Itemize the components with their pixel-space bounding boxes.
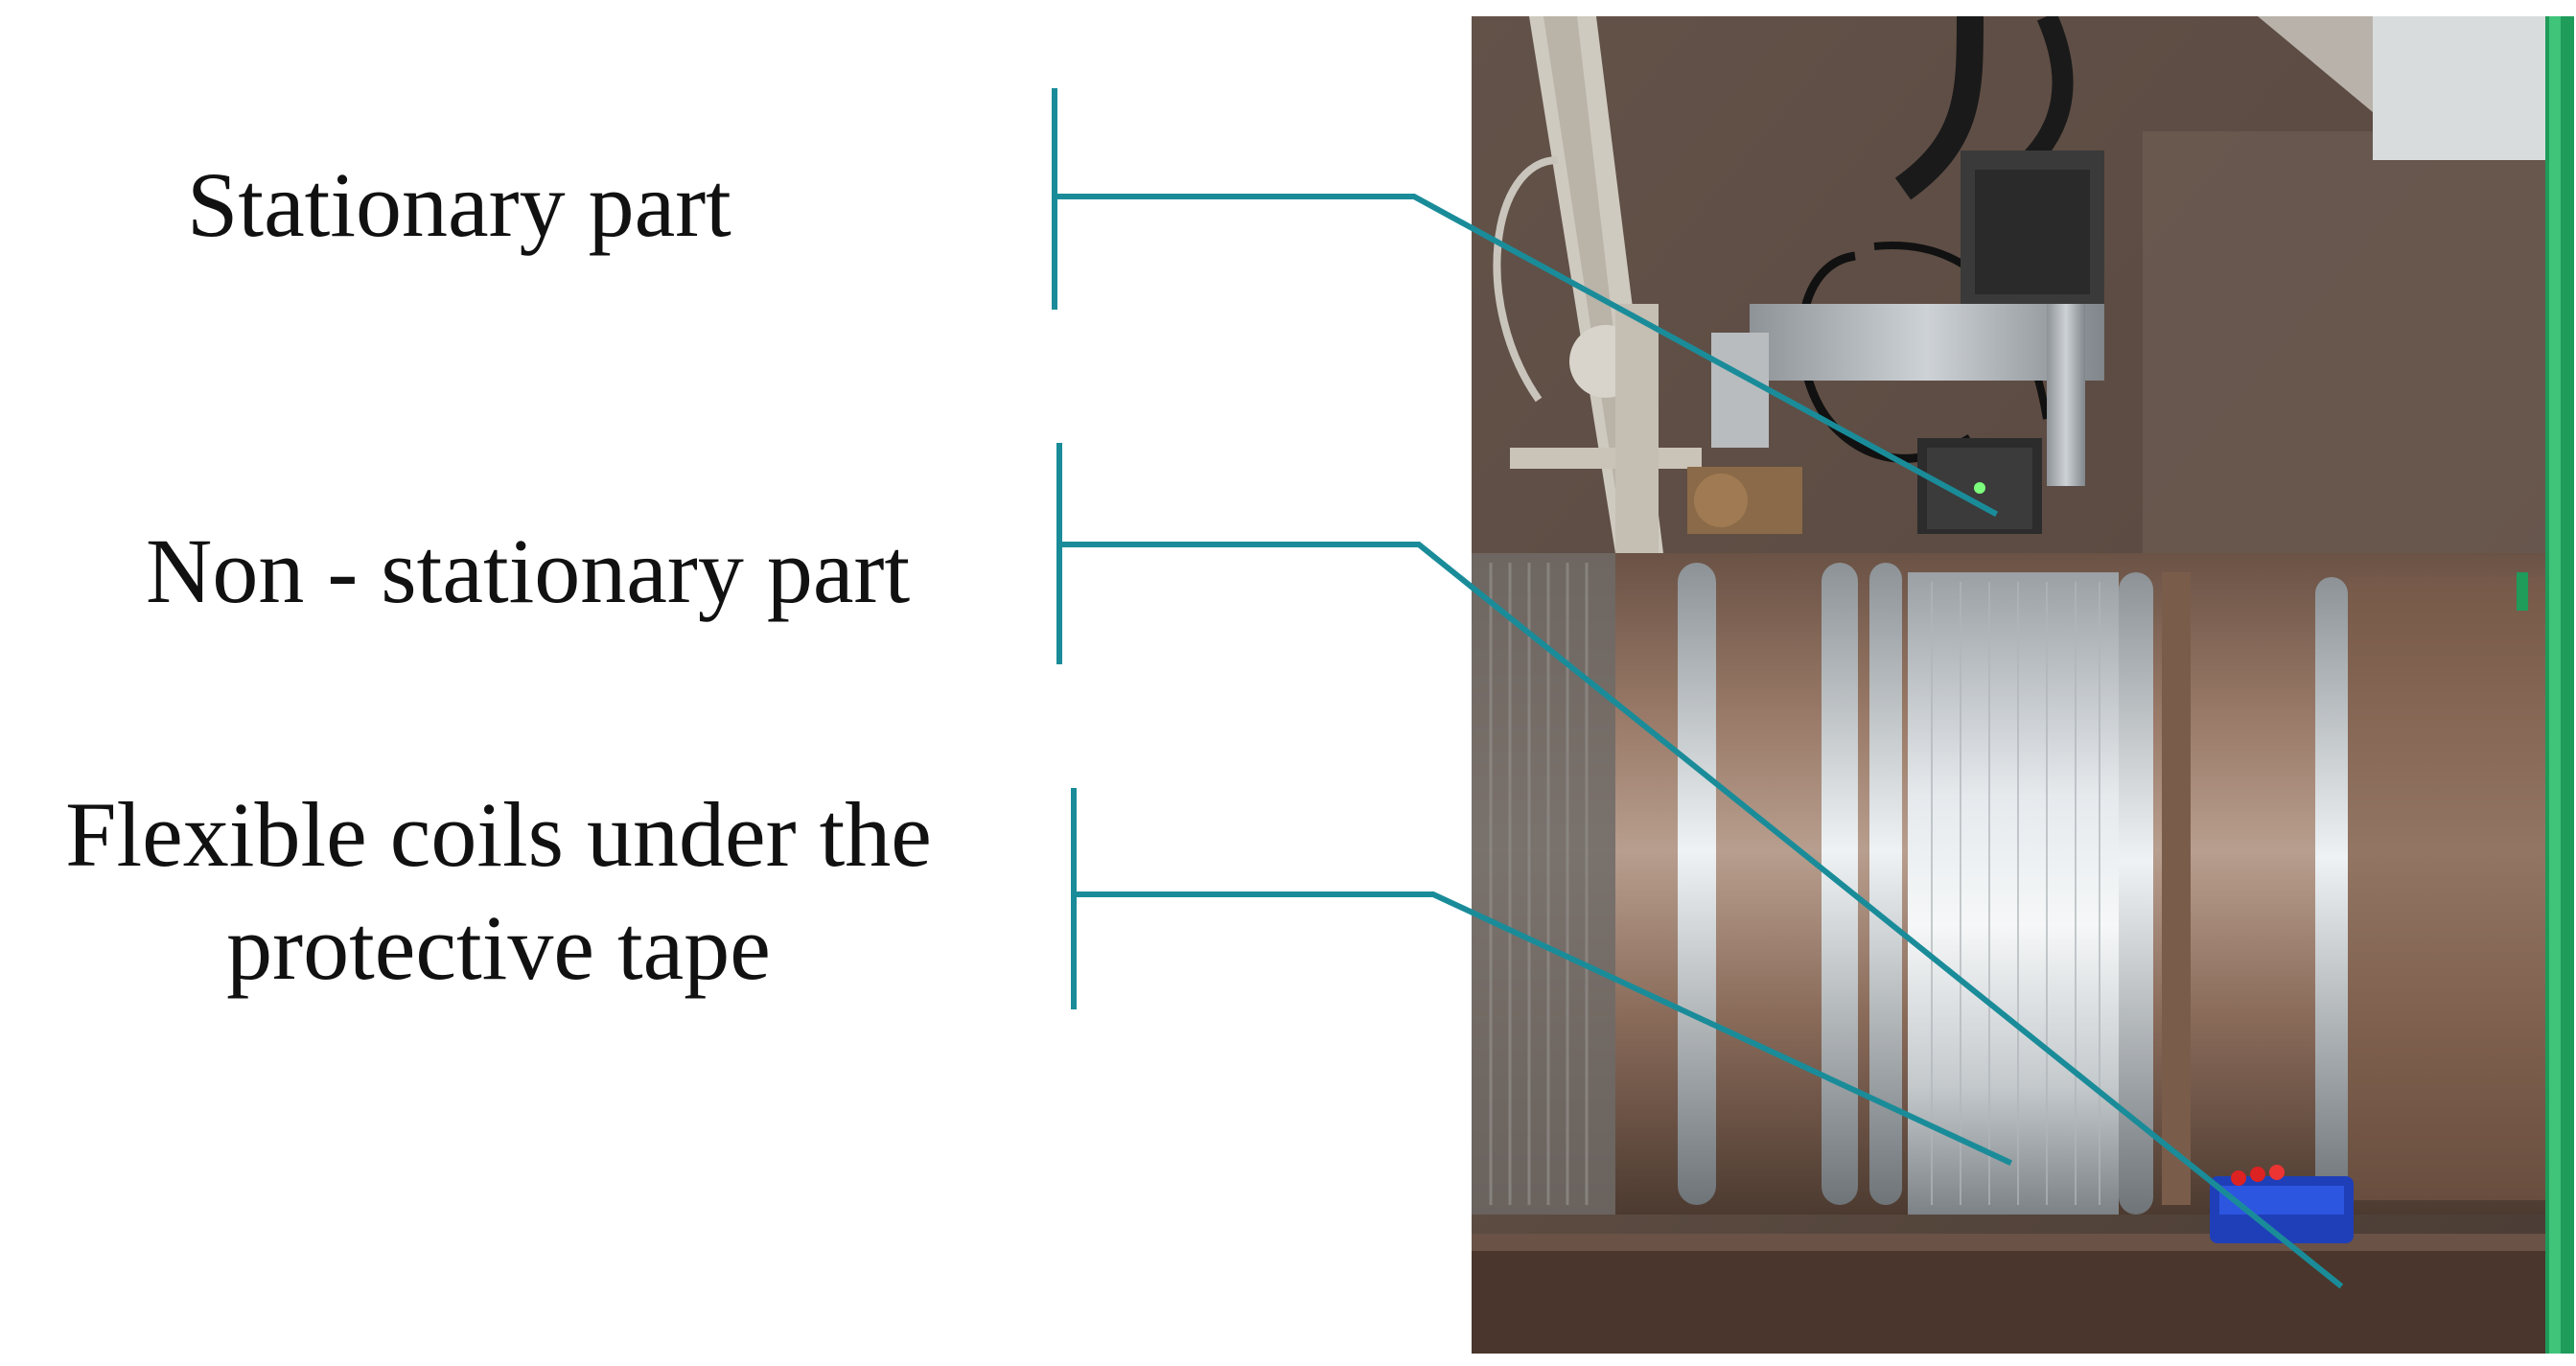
label-flexible-coils-line-2: protective tape [226, 896, 771, 999]
label-non-stationary-part: Non - stationary part [146, 520, 911, 622]
photograph-pipe-sensor [1472, 16, 2574, 1354]
label-flexible-coils: Flexible coils under the protective tape [19, 778, 978, 1005]
label-stationary-part: Stationary part [187, 153, 731, 256]
label-flexible-coils-line-1: Flexible coils under the [65, 783, 932, 886]
